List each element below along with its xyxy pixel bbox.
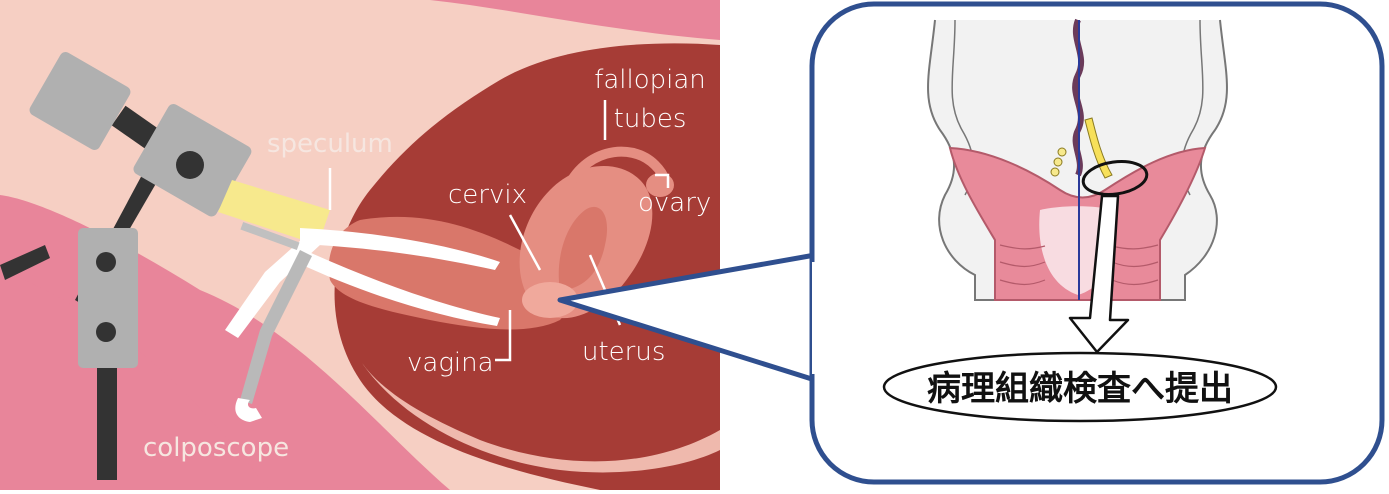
label-cervix: cervix xyxy=(448,180,527,210)
anatomy-illustration: fallopian tubes ovary speculum cervix va… xyxy=(0,0,720,490)
specimen-bead-1 xyxy=(1058,148,1066,156)
label-vagina: vagina xyxy=(407,348,494,378)
callout-caption: 病理組織検査へ提出 xyxy=(927,369,1233,409)
label-uterus: uterus xyxy=(582,337,665,367)
label-fallopian-line2: tubes xyxy=(614,104,687,134)
colposcope-clamp xyxy=(78,228,138,368)
cervix-cross-section xyxy=(928,20,1227,300)
callout-seam-cover xyxy=(812,262,818,374)
specimen-bead-2 xyxy=(1054,158,1062,166)
callout-bubble: 病理組織検査へ提出 xyxy=(812,4,1382,482)
clamp-bolt-bottom xyxy=(96,322,116,342)
label-ovary: ovary xyxy=(638,188,711,218)
label-speculum: speculum xyxy=(267,129,393,159)
label-colposcope: colposcope xyxy=(143,433,289,463)
colposcope-knob xyxy=(176,151,204,179)
label-fallopian-line1: fallopian xyxy=(594,65,706,95)
clamp-bolt-top xyxy=(96,252,116,272)
specimen-bead-3 xyxy=(1051,168,1059,176)
